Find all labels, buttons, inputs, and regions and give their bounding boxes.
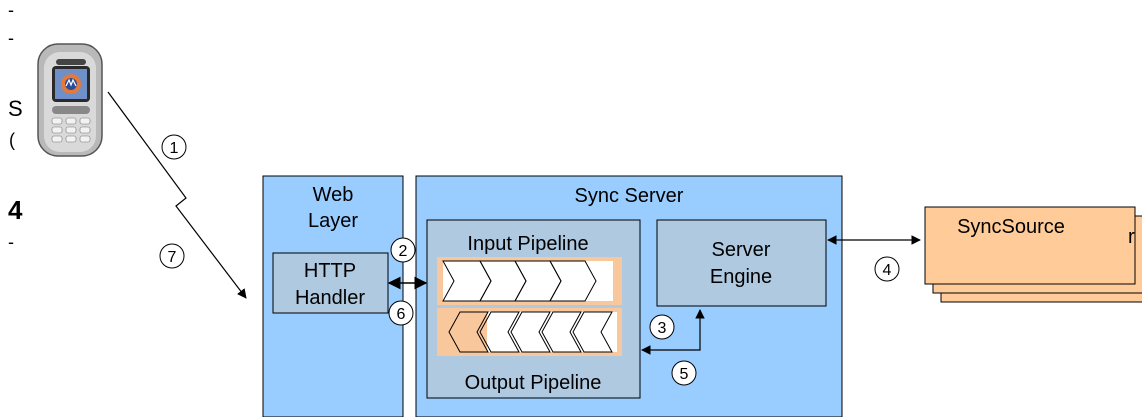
server-engine-label-line2: Engine [710,266,772,288]
chevron-left-icon [448,311,613,353]
step-2-label: 2 [399,243,408,260]
fragment-4: 4 [8,195,23,225]
server-engine-box [656,219,827,307]
input-pipeline-band [437,257,622,305]
step-marker-5: 5 [671,360,697,386]
step-6-label: 6 [397,306,406,323]
step-marker-7: 7 [159,243,185,269]
fragment-s: S [8,96,23,121]
step-3-label: 3 [658,320,667,337]
step-marker-1: 1 [161,134,187,160]
step-7-label: 7 [168,249,177,266]
step-marker-2: 2 [390,237,416,263]
http-handler-label-line2: Handler [295,287,365,309]
web-layer-title-line1: Web [313,184,354,206]
step-marker-3: 3 [649,314,675,340]
output-pipeline-band [437,308,622,356]
step-marker-6: 6 [388,300,414,326]
chevron-right-icon [442,260,597,302]
fragment-paren: ( [9,130,15,150]
mobile-phone-icon [37,43,103,157]
fragment-dash-3: - [8,232,14,252]
step-4-label: 4 [883,262,892,279]
server-engine-label-line1: Server [712,239,771,261]
syncsource-stack: r SyncSource [924,206,1142,303]
step-5-label: 5 [680,366,689,383]
http-handler-label-line1: HTTP [304,260,356,282]
input-pipeline-label: Input Pipeline [467,233,588,255]
output-pipeline-label: Output Pipeline [465,372,602,394]
fragment-dash-1: - [8,0,14,20]
fragment-dash-2: - [8,28,14,48]
phone-connection-arrow [107,91,247,299]
step-1-label: 1 [170,140,179,157]
step-marker-4: 4 [874,256,900,282]
http-handler-box [272,252,389,314]
web-layer-title-line2: Layer [308,210,358,232]
syncsource-label: SyncSource [957,216,1065,238]
sync-server-title: Sync Server [575,185,684,207]
pipeline-engine-arrow [641,309,705,355]
syncsource-peek-label: r [1128,226,1135,248]
